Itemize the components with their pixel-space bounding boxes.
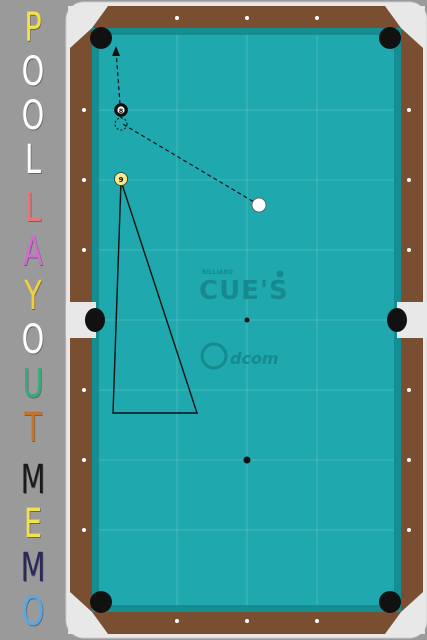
pocket-bottom-right — [379, 591, 401, 613]
title-letter: M — [20, 545, 46, 591]
title-letter: E — [23, 501, 43, 547]
title-letter: O — [21, 589, 45, 635]
title-letter: A — [23, 229, 43, 275]
pockets — [85, 27, 407, 613]
logo-dcom-text: dcom — [230, 349, 279, 368]
title-letter: U — [22, 361, 44, 407]
title-letter: O — [21, 93, 45, 139]
rail-diamonds — [82, 16, 411, 623]
title-letter: P — [24, 5, 42, 51]
title-letter: O — [21, 49, 45, 95]
logo-billiard-text: BILLIARD — [202, 269, 233, 276]
title-letter: O — [21, 317, 45, 363]
title-letter: M — [20, 457, 46, 503]
title-letter: L — [24, 137, 42, 183]
brand-logo: BILLIARD CUE'S dcom — [199, 269, 289, 370]
arrow-head — [112, 46, 120, 56]
pocket-top-left — [90, 27, 112, 49]
pocket-top-right — [379, 27, 401, 49]
ball-9[interactable]: 9 — [114, 172, 128, 186]
pocket-middle-right — [387, 308, 407, 332]
pocket-bottom-left — [90, 591, 112, 613]
logo-cues-text: CUE'S — [199, 276, 289, 306]
center-spot — [244, 317, 250, 323]
ball-8-label: 8 — [119, 107, 124, 115]
title-letter: T — [24, 405, 42, 451]
cue-ball[interactable] — [251, 197, 267, 213]
pocket-middle-left — [85, 308, 105, 332]
pocket-plates — [66, 6, 427, 634]
ball-9-label: 9 — [119, 176, 124, 184]
ball-8[interactable]: 8 — [114, 103, 128, 117]
shot-path-line — [120, 122, 260, 206]
position-triangle[interactable] — [112, 180, 198, 414]
foot-spot — [243, 456, 251, 464]
title-letter: L — [24, 185, 42, 231]
object-path-line — [115, 49, 122, 119]
title-letter: Y — [24, 273, 42, 319]
ghost-ball — [114, 117, 128, 131]
logo-player-icon — [276, 270, 284, 278]
